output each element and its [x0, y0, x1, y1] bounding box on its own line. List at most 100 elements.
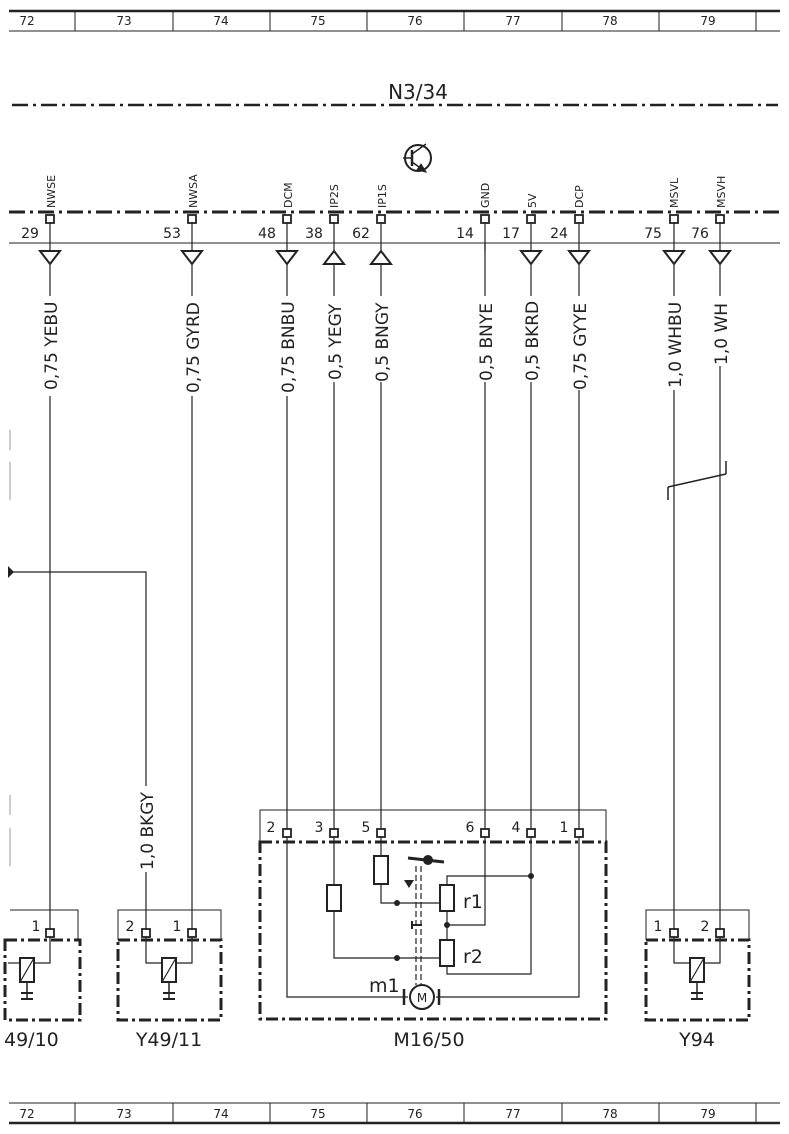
pin-connector: [574, 828, 584, 838]
ruler-column-label: 78: [602, 1107, 617, 1121]
ruler-column-label: 77: [505, 14, 520, 28]
ruler-column-label: 79: [700, 14, 715, 28]
pin-label: MSVH: [715, 176, 728, 208]
pin-labels: NWSE NWSA DCM IP2S IP1S GND 5V DCP MSVL …: [45, 174, 728, 208]
pin-numbers: 29 53 48 38 62 14 17 24 75 76: [21, 226, 709, 242]
ruler-column-label: 72: [19, 14, 34, 28]
component-y49-11: 2 1 Y49/11: [116, 909, 223, 1051]
resistor-icon: [373, 855, 389, 885]
transistor-icon: [403, 143, 432, 173]
pin-connector: [329, 828, 339, 838]
component-pin-number: 2: [126, 919, 135, 935]
arrow-down-icon: [404, 880, 414, 888]
component-name: M16/50: [393, 1029, 464, 1051]
pin-label: IP2S: [328, 184, 341, 208]
arrow-down-icon: [37, 250, 63, 266]
component-pin-number: 6: [466, 820, 475, 836]
pin-connector: [715, 928, 725, 938]
arrow-down-icon: [566, 250, 592, 266]
pin-number: 38: [305, 226, 323, 242]
bottom-ruler: 72 73 74 75 76 77 78 79: [9, 1102, 780, 1125]
potentiometer-r1-icon: [439, 884, 455, 912]
resistor-icon: [326, 884, 342, 912]
component-name: 49/10: [4, 1029, 59, 1051]
component-pin-number: 1: [654, 919, 663, 935]
pin-number: 48: [258, 226, 276, 242]
pin-label: NWSA: [187, 174, 200, 208]
pin-stubs: [49, 223, 721, 251]
wire-label: 1,0 WH: [712, 303, 732, 365]
pin-connector: [526, 828, 536, 838]
wire-label: 0,75 BNBU: [279, 301, 299, 393]
motor-icon: [409, 984, 435, 1010]
pin-connector: [45, 928, 55, 938]
direction-arrows: [37, 249, 733, 266]
motor-symbol: M: [417, 991, 427, 1005]
component-m16-50: 2 3 5 6 4 1: [258, 809, 608, 1051]
twisted-pair-icon: [667, 461, 727, 500]
ruler-column-label: 76: [407, 1107, 422, 1121]
title-background: [380, 80, 460, 102]
pin-label: DCM: [282, 182, 295, 208]
arrow-down-icon: [274, 250, 300, 266]
ruler-column-label: 73: [116, 14, 131, 28]
module-title: N3/34: [388, 80, 448, 104]
component-pin-number: 1: [32, 919, 41, 935]
ruler-column-label: 74: [213, 1107, 228, 1121]
pivot-icon: [423, 855, 433, 865]
wire-label: 0,75 GYYE: [571, 303, 591, 390]
wire-label: 0,5 BKRD: [523, 301, 543, 381]
pin-connector: [141, 928, 151, 938]
pin-connector: [187, 928, 197, 938]
ruler-column-label: 74: [213, 14, 228, 28]
component-pin-number: 1: [173, 919, 182, 935]
component-pin-number: 4: [512, 820, 521, 836]
arrow-down-icon: [179, 250, 205, 266]
wire-label: 0,5 BNYE: [477, 303, 497, 381]
wire-label: 1,0 WHBU: [666, 302, 686, 388]
off-page-arrow-icon: [8, 566, 14, 578]
pin-number: 76: [691, 226, 709, 242]
wire-label: 1,0 BKGY: [138, 791, 158, 870]
pin-number: 29: [21, 226, 39, 242]
ruler-column-label: 78: [602, 14, 617, 28]
pin-label: DCP: [573, 185, 586, 208]
wire-label: 0,75 YEBU: [42, 302, 62, 391]
component-pin-number: 2: [267, 820, 276, 836]
pin-label: 5V: [526, 193, 539, 208]
pin-number: 62: [352, 226, 370, 242]
wire-label: 0,75 GYRD: [184, 302, 204, 393]
component-name: Y49/11: [135, 1029, 202, 1051]
ruler-column-label: 77: [505, 1107, 520, 1121]
component-pin-number: 5: [362, 820, 371, 836]
pin-connectors: [45, 214, 725, 224]
pin-label: GND: [479, 183, 492, 208]
pin-connector: [480, 828, 490, 838]
pin-connector: [376, 828, 386, 838]
component-pin-number: 1: [560, 820, 569, 836]
pin-connector: [669, 928, 679, 938]
ruler-column-label: 75: [310, 14, 325, 28]
motor-label: m1: [369, 975, 400, 997]
potentiometer-r2-icon: [439, 939, 455, 967]
top-ruler: 72 73 74 75 76 77 78 79: [9, 9, 780, 32]
arrow-down-icon: [661, 250, 687, 266]
component-y94: 1 2 Y94: [644, 909, 751, 1051]
pin-label: MSVL: [668, 177, 681, 208]
pin-number: 24: [550, 226, 568, 242]
resistor-label: r2: [463, 946, 483, 968]
pin-label: NWSE: [45, 175, 58, 208]
arrow-up-icon: [368, 249, 394, 265]
pin-number: 53: [163, 226, 181, 242]
pin-label: IP1S: [376, 184, 389, 208]
pin-number: 75: [644, 226, 662, 242]
arrow-up-icon: [321, 249, 347, 265]
arrow-down-icon: [518, 250, 544, 266]
ruler-column-label: 76: [407, 14, 422, 28]
wires: [12, 243, 721, 930]
ruler-column-label: 73: [116, 1107, 131, 1121]
ruler-column-label: 72: [19, 1107, 34, 1121]
wire-label: 0,5 BNGY: [373, 302, 393, 382]
component-49-10: 1 49/10: [3, 909, 82, 1051]
